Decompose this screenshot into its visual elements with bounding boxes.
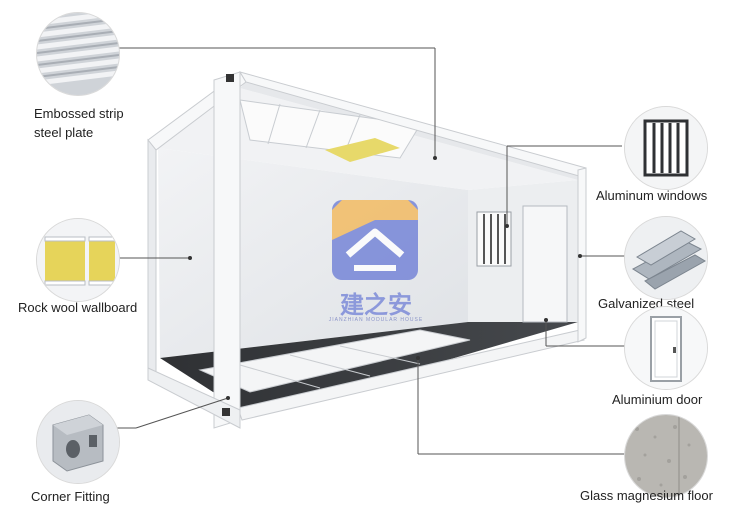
floor-frame bbox=[198, 329, 585, 421]
embossed-steel-thumbnail bbox=[36, 12, 120, 96]
aluminum-windows-label: Aluminum windows bbox=[596, 188, 708, 203]
aluminium-door-thumbnail bbox=[624, 306, 708, 390]
embossed-steel-label: Embossed strip steel plate bbox=[34, 104, 124, 142]
window-illustration bbox=[476, 211, 512, 267]
rock-wool-panel-icon bbox=[37, 219, 119, 301]
watermark-latin: JIANZHIAN MODULAR HOUSE bbox=[328, 317, 424, 323]
corner-fitting-label: Corner Fitting bbox=[31, 489, 110, 504]
galvanized-steel-icon bbox=[625, 217, 707, 299]
rock-wool-thumbnail bbox=[36, 218, 120, 302]
door-illustration bbox=[522, 205, 568, 323]
watermark-logo bbox=[332, 200, 418, 280]
glass-magnesium-board-icon bbox=[625, 415, 707, 497]
embossed-steel-label-line2: steel plate bbox=[34, 125, 94, 140]
aluminum-window-icon bbox=[625, 107, 707, 189]
glass-magnesium-floor-label: Glass magnesium floor bbox=[580, 488, 713, 503]
embossed-steel-icon bbox=[37, 13, 119, 95]
aluminium-door-label: Aluminium door bbox=[612, 392, 703, 407]
aluminum-window-thumbnail bbox=[624, 106, 708, 190]
aluminium-door-icon bbox=[625, 307, 707, 389]
corner-fitting-icon bbox=[37, 401, 119, 483]
glass-magnesium-thumbnail bbox=[624, 414, 708, 498]
corner-fitting-thumbnail bbox=[36, 400, 120, 484]
roof-frame bbox=[239, 82, 586, 180]
embossed-steel-label-line1: Embossed strip bbox=[34, 106, 124, 121]
rock-wool-label: Rock wool wallboard bbox=[18, 300, 138, 315]
container-frame bbox=[147, 71, 587, 429]
watermark-chinese: 建之安 bbox=[340, 291, 412, 319]
galvanized-steel-thumbnail bbox=[624, 216, 708, 300]
